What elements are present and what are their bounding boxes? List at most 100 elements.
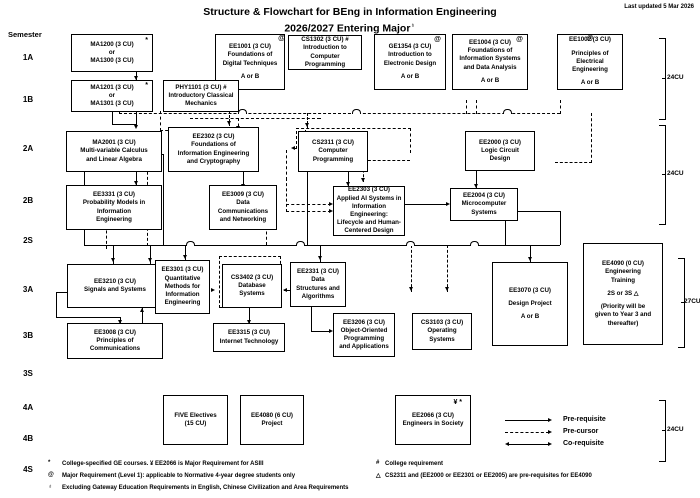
course-line: Programming [312,155,354,163]
course-line: Computer Programming [304,52,346,68]
bracket-label-year1: 24CU [667,74,684,81]
course-line: and Applications [339,343,389,351]
semester-label-3S: 3S [23,369,33,378]
course-line: CS3402 (3 CU) [230,273,274,281]
course-line: Probability Models in [82,199,146,207]
semester-label-3A: 3A [22,285,34,294]
course-line: Centered Design [344,227,394,235]
last-updated-label: Last updated 5 Mar 2026 [624,4,694,10]
legend-label-corequisite: Co-requisite [563,440,604,447]
course-line: MA1200 (3 CU) [90,40,134,48]
course-line: EE3070 (3 CU) [509,286,551,294]
course-box-ee2066[interactable]: EE2066 (3 CU) Engineers in Society ¥ * [395,395,471,445]
course-line: Project [261,420,283,427]
course-box-ge1354[interactable]: GE1354 (3 CU) Introduction to Electronic… [374,34,446,90]
course-line: EE2000 (3 CU) [479,138,521,146]
course-line: Programming [343,335,385,342]
course-line: MA1300 (3 CU) [90,57,134,65]
course-line: Foundations of [467,47,513,55]
course-box-ee3008[interactable]: EE3008 (3 CU) Principles of Communicatio… [67,323,163,359]
course-line: Methods for [164,282,201,290]
course-box-ee3331[interactable]: EE3331 (3 CU) Probability Models in Info… [66,185,162,230]
course-line: Engineering [164,299,201,307]
course-box-ee3070[interactable]: EE3070 (3 CU) Design Project A or B [492,262,568,346]
course-box-ma2001[interactable]: MA2001 (3 CU) Multi-variable Calculus an… [66,131,162,172]
course-box-ma1201[interactable]: MA1201 (3 CU) or MA1301 (3 CU) * [71,80,153,112]
ge-star-icon: * [145,82,148,89]
course-line: Microcomputer [461,200,507,208]
course-box-ee2302[interactable]: EE2302 (3 CU) Foundations of Information… [168,127,259,172]
semester-label-2A: 2A [22,144,34,153]
course-line: Information Engineering [177,149,250,157]
course-line: Internet Technology [219,337,279,345]
course-line: Systems [429,335,455,343]
course-box-cs3103[interactable]: CS3103 (3 CU) Operating Systems [412,313,472,350]
course-line: EE2331 (3 CU) [297,268,339,276]
course-box-ee2000[interactable]: EE2000 (3 CU) Logic Circuit Design [465,131,535,171]
course-line: Training [610,276,636,284]
course-line: Operating [427,327,457,335]
course-line: Electronic Design [383,59,437,67]
course-box-ee2303[interactable]: EE2303 (3 CU) Applied AI Systems in Info… [333,186,405,236]
title-line-1: Structure & Flowchart for BEng in Inform… [203,6,497,18]
course-line: Communications [217,207,269,215]
course-box-cs3402[interactable]: CS3402 (3 CU) Database Systems [222,264,282,308]
arrow-head-icon [505,441,509,446]
course-line: Electrical [576,57,604,65]
course-line: Engineers in Society [402,420,464,427]
course-box-ee3206[interactable]: EE3206 (3 CU) Object-Oriented Programmin… [333,313,395,357]
course-line: EE3331 (3 CU) [93,191,135,199]
footnote-symbol: @ [48,472,54,478]
arrow-head-icon [548,429,552,434]
course-box-ma1200[interactable]: MA1200 (3 CU) or MA1300 (3 CU) * [71,34,153,72]
footnote-symbol: # [376,460,380,466]
course-box-ee2331[interactable]: EE2331 (3 CU) Data Structures and Algori… [290,262,346,307]
course-line: PHY1101 (3 CU) # [175,83,227,91]
course-box-electives[interactable]: FIVE Electives (15 CU) [163,395,228,445]
course-line: EE4090 (0 CU) [602,260,644,268]
major-req-icon: @ [516,36,523,43]
course-line: Foundations of [191,141,236,149]
ge-star-icon: * [145,37,148,44]
course-line: Database Systems [238,281,266,298]
legend-label-prerequisite: Pre-requisite [563,416,606,423]
course-line: and Cryptography [186,157,241,165]
course-line: EE1004 (3 CU) [469,38,511,46]
course-line: (Priority will be [600,303,646,311]
course-box-ee3009[interactable]: EE3009 (3 CU) Data Communications and Ne… [209,185,277,230]
course-line: or [108,48,116,56]
footnote-symbol: ♁ [48,484,53,490]
course-line: and Networking [219,215,267,223]
course-line: thereafter) [607,319,639,327]
course-line: A or B [240,72,260,80]
course-box-cs2311[interactable]: CS2311 (3 CU) Computer Programming [298,131,368,172]
course-line: Introduction to [388,51,432,59]
course-box-phy1101[interactable]: PHY1101 (3 CU) # Introductory Classical … [163,80,239,112]
footnote-text: College-specified GE courses. ¥ EE2066 i… [62,461,264,467]
course-box-ee3210[interactable]: EE3210 (3 CU) Signals and Systems [67,264,163,308]
course-line: MA2001 (3 CU) [92,139,136,147]
course-line: Object-Oriented [340,326,388,334]
course-box-ee3301[interactable]: EE3301 (3 CU) Quantitative Methods for I… [155,260,210,314]
footnote-text: Excluding Gateway Education Requirements… [62,485,349,491]
course-box-ee4080[interactable]: EE4080 (6 CU) Project [240,395,304,445]
course-line: Data [311,276,325,284]
course-line: Engineering [605,268,641,276]
semester-label-4S: 4S [23,465,33,474]
course-line: Applied AI Systems in [336,194,402,202]
course-box-ee4090[interactable]: EE4090 (0 CU) Engineering Training 2S or… [583,243,663,345]
course-box-cs1302[interactable]: CS1302 (3 CU) # Introduction to Computer… [288,35,362,70]
course-box-ee2004[interactable]: EE2004 (3 CU) Microcomputer Systems [450,188,518,221]
course-box-ee3315[interactable]: EE3315 (3 CU) Internet Technology [213,323,285,352]
course-line: Computer [318,147,348,155]
course-line: Design [489,155,511,163]
course-line: Information [96,207,132,215]
course-line: (15 CU) [184,420,207,427]
course-box-ee1002[interactable]: EE1002 (3 CU) Principles of Electrical E… [557,34,623,90]
course-line: MA1201 (3 CU) [90,83,134,91]
course-line: CS2311 (3 CU) [312,139,354,147]
course-line: or [108,91,116,99]
course-line: EE1002 (3 CU) [569,36,611,44]
bracket-label-year2: 24CU [667,170,684,177]
course-box-ee1004[interactable]: EE1004 (3 CU) Foundations of Information… [452,34,528,90]
